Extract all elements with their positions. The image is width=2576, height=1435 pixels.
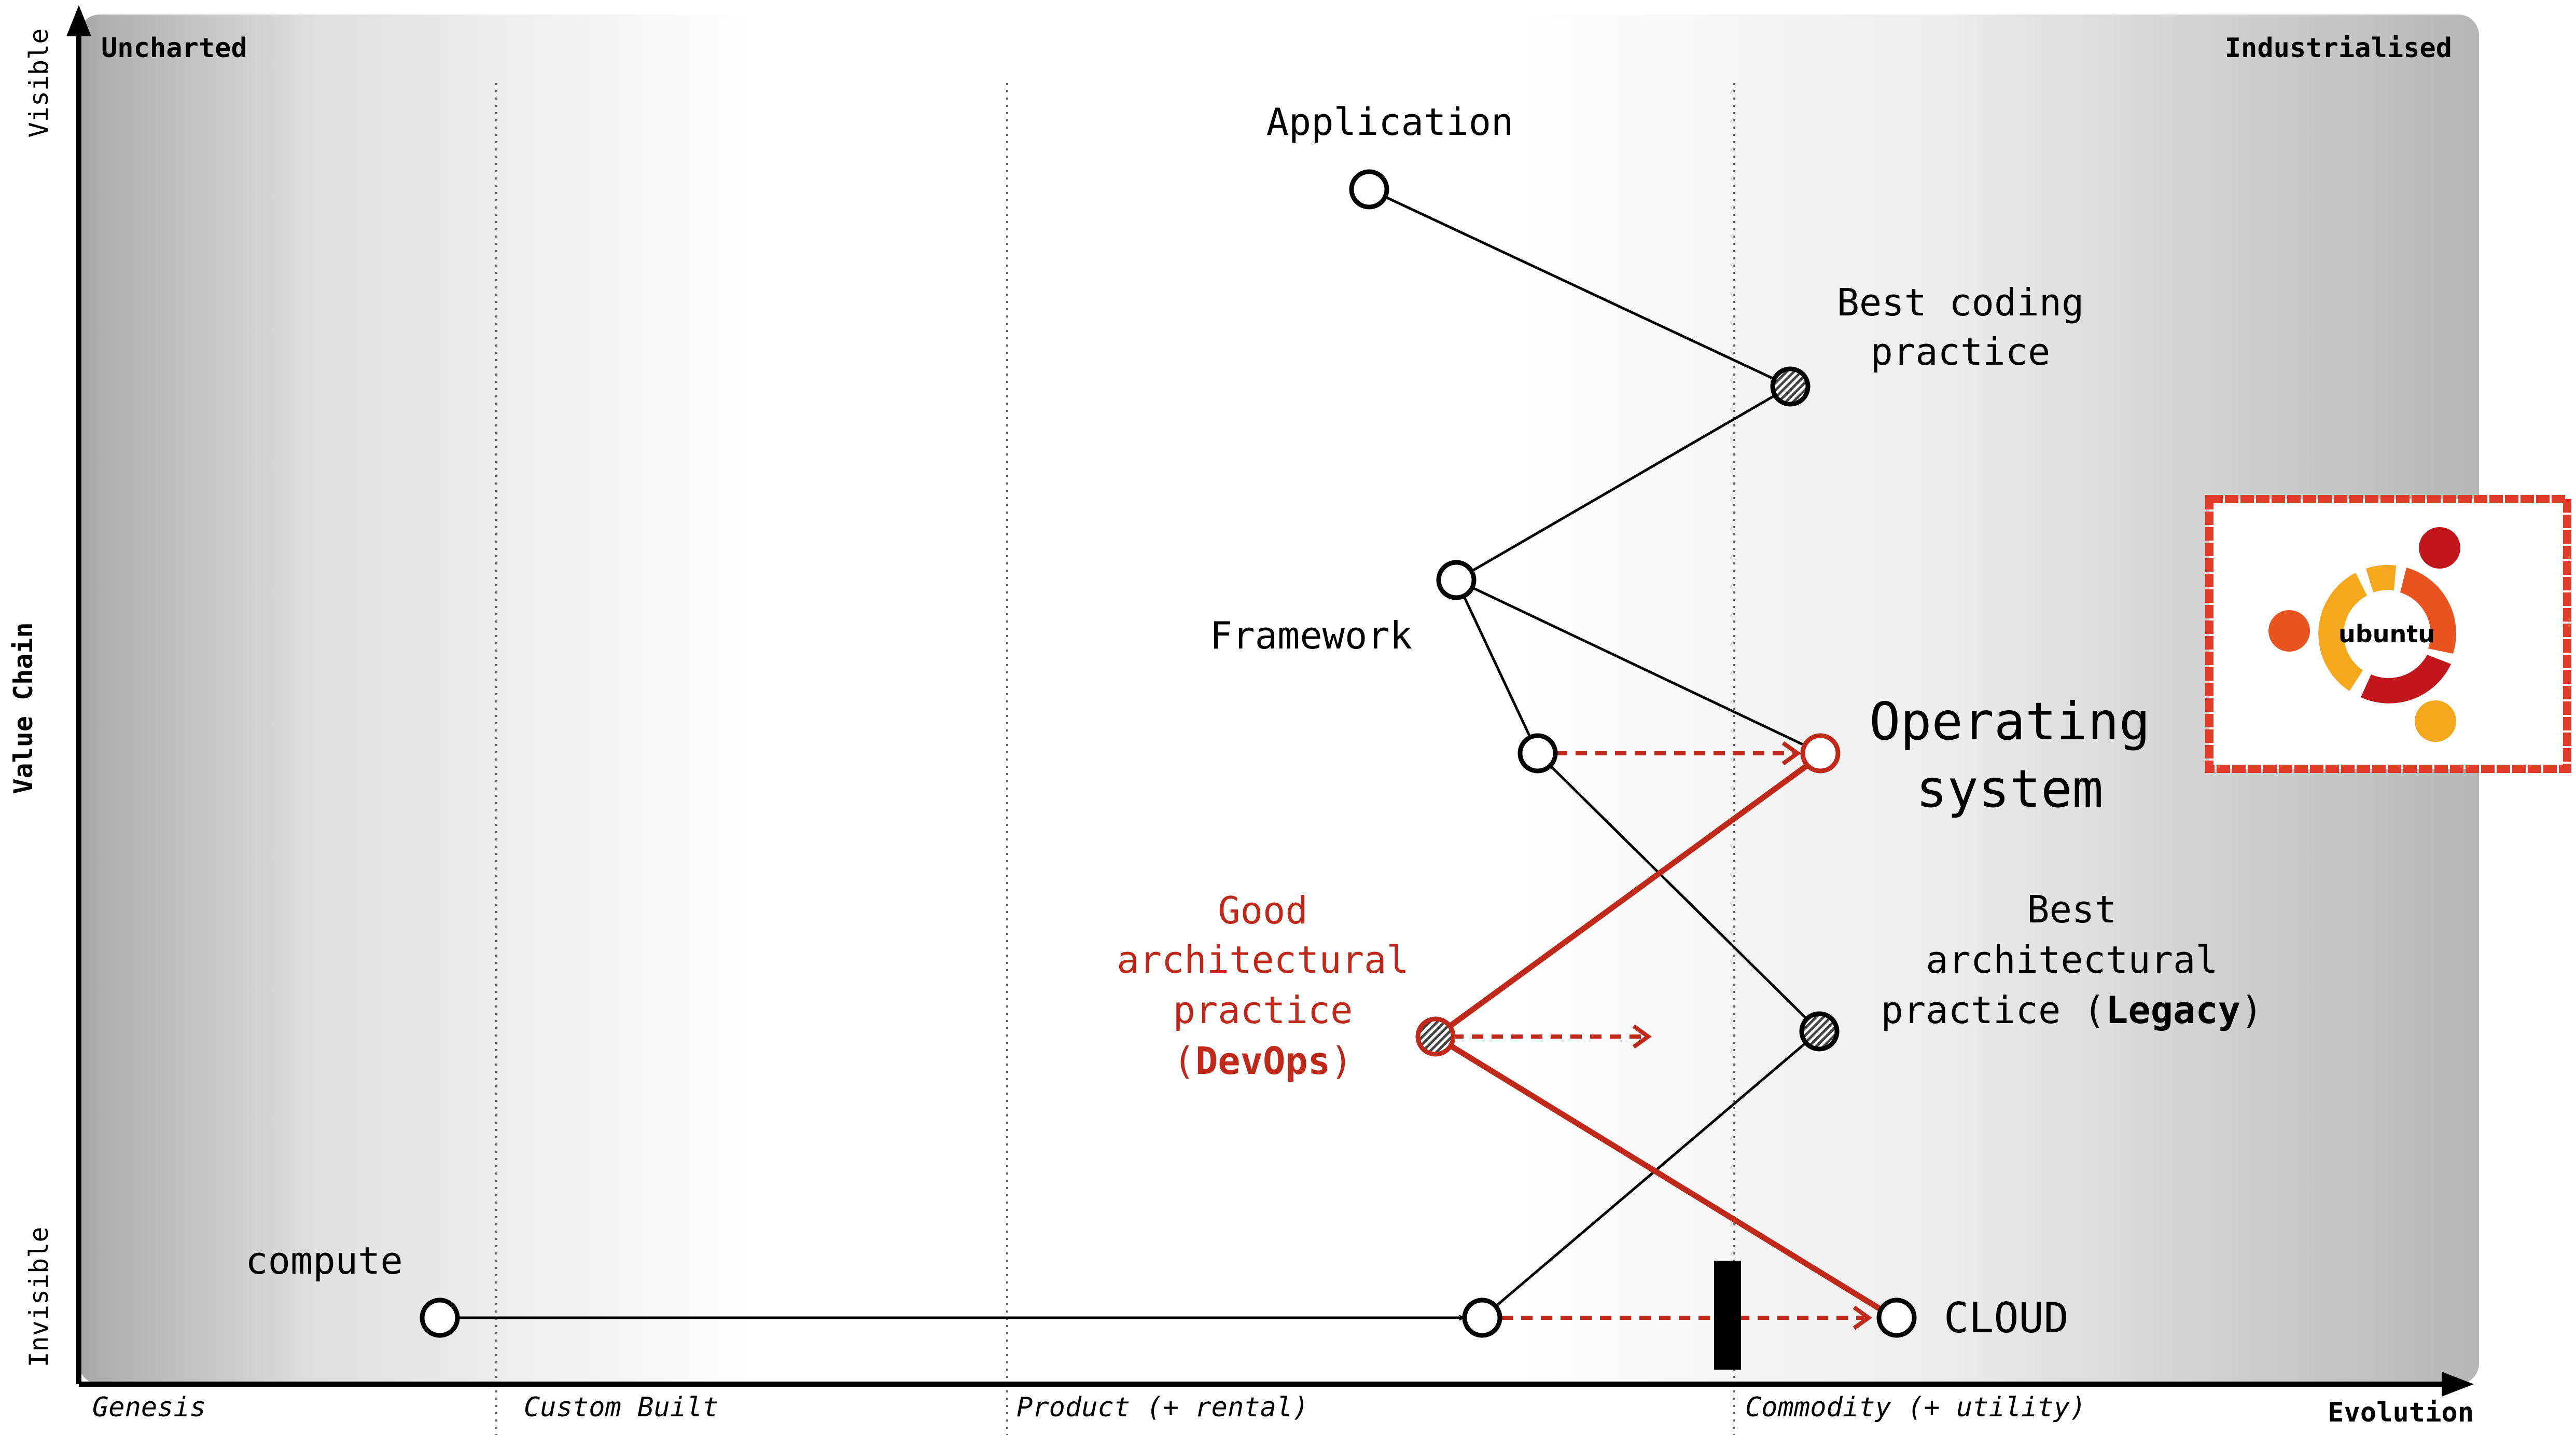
y-axis-title: Value Chain xyxy=(8,622,38,794)
link-framework-linux-node xyxy=(1455,579,1539,754)
label-best-coding-line2: practice xyxy=(1871,330,2051,374)
stage-label-product: Product (+ rental) xyxy=(1017,1392,1309,1423)
label-best-arch-paren-close: ) xyxy=(2240,988,2263,1032)
link-devops-cloud xyxy=(1432,1033,1883,1312)
label-good-arch-paren-close: ) xyxy=(1330,1039,1353,1083)
ubuntu-logo-callout: ubuntu xyxy=(2205,495,2571,773)
x-axis-title: Evolution xyxy=(2328,1397,2474,1428)
label-good-arch-devops: DevOps xyxy=(1195,1039,1330,1083)
stage-label-custom-built: Custom Built xyxy=(524,1392,719,1423)
label-application: Application xyxy=(1266,100,1514,144)
node-operating-system-origin[interactable] xyxy=(1517,733,1558,774)
label-compute: compute xyxy=(245,1239,402,1282)
label-best-arch-legacy: Legacy xyxy=(2106,988,2240,1032)
evolution-arrowhead-devops xyxy=(1632,1024,1652,1049)
stage-label-genesis: Genesis xyxy=(92,1392,206,1423)
node-compute-product[interactable] xyxy=(1462,1298,1502,1338)
map-background xyxy=(79,15,2479,1384)
label-good-arch-line4: (DevOps) xyxy=(1173,1039,1353,1083)
link-best-arch-compute-node xyxy=(1481,1030,1820,1319)
y-axis-invisible-label: Invisible xyxy=(24,1227,54,1368)
node-application[interactable] xyxy=(1349,169,1389,210)
label-best-arch-line1: Best xyxy=(2027,888,2117,931)
node-framework[interactable] xyxy=(1436,560,1477,600)
label-best-arch-line3: practice (Legacy) xyxy=(1881,988,2263,1032)
evolution-arrowhead-os xyxy=(1781,741,1801,766)
y-axis-visible-label: Visible xyxy=(24,29,54,138)
link-framework-operating-system xyxy=(1455,578,1822,755)
stage-label-commodity: Commodity (+ utility) xyxy=(1745,1392,2086,1423)
corner-label-uncharted: Uncharted xyxy=(101,33,247,64)
label-cloud: CLOUD xyxy=(1944,1294,2069,1342)
label-best-coding-line1: Best coding xyxy=(1837,281,2084,324)
link-application-best-coding xyxy=(1368,188,1791,388)
evolution-arrowhead-cloud xyxy=(1853,1305,1872,1330)
node-compute[interactable] xyxy=(420,1298,460,1338)
ubuntu-circle-of-friends-icon xyxy=(2268,527,2460,742)
node-best-coding-practice[interactable] xyxy=(1770,366,1811,407)
label-good-arch-line1: Good xyxy=(1218,889,1307,932)
label-good-arch-paren-open: ( xyxy=(1173,1039,1195,1083)
inertia-barrier xyxy=(1714,1261,1741,1370)
ubuntu-logo-text: ubuntu xyxy=(2338,620,2435,648)
label-best-arch-practice: practice ( xyxy=(1881,988,2106,1032)
x-axis-arrowhead xyxy=(2442,1372,2474,1397)
y-axis-arrowhead xyxy=(66,5,91,36)
node-good-architectural-practice[interactable] xyxy=(1415,1016,1456,1057)
label-good-arch-line3: practice xyxy=(1173,988,1353,1032)
label-operating-system-line1: Operating xyxy=(1869,691,2150,752)
link-best-coding-framework xyxy=(1455,385,1791,582)
corner-label-industrialised: Industrialised xyxy=(2225,33,2452,64)
node-cloud[interactable] xyxy=(1876,1298,1917,1338)
label-operating-system-line2: system xyxy=(1916,758,2103,819)
label-framework: Framework xyxy=(1210,614,1412,657)
node-operating-system[interactable] xyxy=(1800,733,1841,774)
node-best-architectural-practice[interactable] xyxy=(1799,1011,1840,1052)
label-good-arch-line2: architectural xyxy=(1117,938,1409,982)
link-linux-node-best-arch xyxy=(1537,752,1820,1032)
link-devops-operating-system xyxy=(1432,762,1811,1040)
label-best-arch-line2: architectural xyxy=(1926,938,2218,982)
